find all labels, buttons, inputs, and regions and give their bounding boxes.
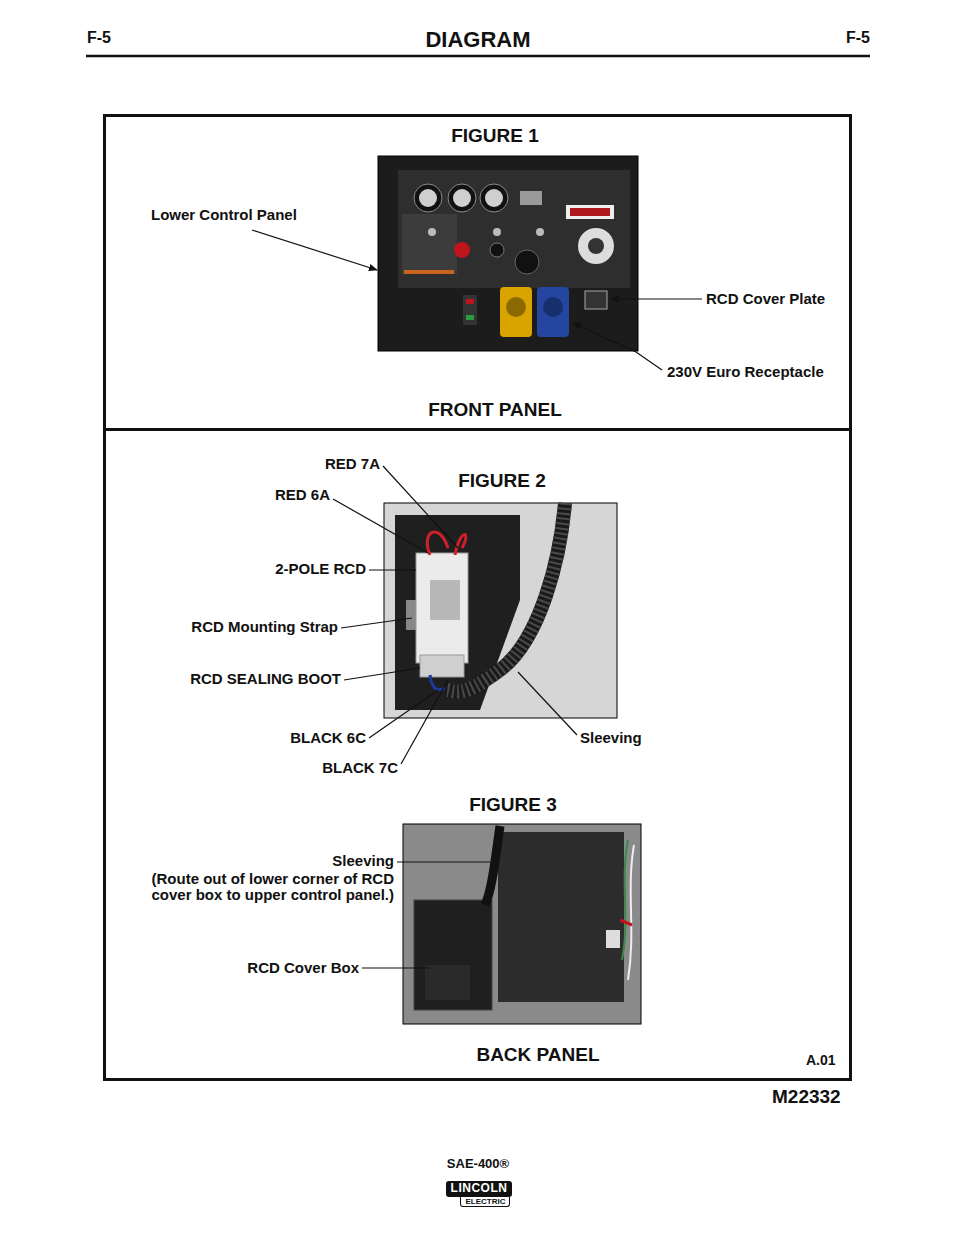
- red-light: [454, 242, 470, 258]
- figure-heading: FIGURE 1: [451, 126, 539, 147]
- badge-center: [588, 238, 604, 254]
- rcd-cover-plate: [585, 291, 607, 309]
- knob: [490, 243, 504, 257]
- upper-plate: [398, 170, 630, 288]
- hour-meter: [520, 191, 542, 205]
- round-receptacle: [515, 250, 539, 274]
- red-wire: [427, 532, 448, 555]
- logo-word: ELECTRIC: [460, 1197, 510, 1207]
- back-panel-frame: FIGURE 2 FIGURE 3 BACK PANEL A.01: [103, 428, 852, 1081]
- leader-line: [518, 672, 577, 735]
- yellow-receptacle-face: [506, 297, 526, 317]
- callout-label: RCD Cover Box: [247, 960, 359, 977]
- euro-receptacle-face: [543, 297, 563, 317]
- switch: [428, 228, 436, 236]
- panel-caption: BACK PANEL: [476, 1045, 599, 1066]
- page-title: DIAGRAM: [425, 28, 530, 52]
- page-number: F-5: [846, 29, 870, 47]
- leader-line: [252, 230, 377, 270]
- leader-line: [383, 466, 458, 548]
- wire-label: RED 7A: [325, 456, 380, 473]
- wire: [628, 845, 634, 980]
- gauge: [448, 184, 476, 212]
- revision-code: A.01: [806, 1053, 836, 1068]
- photo-rect: [403, 824, 641, 1024]
- gauge-face: [453, 189, 471, 207]
- callout-label: Lower Control Panel: [151, 207, 297, 224]
- front-panel-frame: FIGURE 1 FRONT PANEL: [103, 114, 852, 431]
- rcd-cover-photo: [403, 824, 641, 1024]
- sleeving: [445, 503, 565, 692]
- callout-label: RCD SEALING BOOT: [190, 671, 341, 688]
- logo-decal: [566, 205, 614, 219]
- red-wire: [455, 535, 466, 555]
- cover-box-face: [425, 965, 470, 1000]
- logo-decal-band: [570, 208, 610, 216]
- breaker: [463, 295, 477, 325]
- photo-rect: [378, 156, 638, 351]
- wire: [620, 920, 632, 925]
- leader-line: [573, 323, 662, 370]
- routing-note: (Route out of lower corner of RCD cover …: [112, 871, 394, 903]
- figure-heading: FIGURE 2: [458, 471, 546, 492]
- warning-strip: [404, 270, 454, 274]
- switch: [493, 228, 501, 236]
- rcd-photo: [384, 503, 617, 718]
- gauge: [414, 184, 442, 212]
- leader-line: [401, 680, 448, 764]
- header-rule: [86, 55, 870, 58]
- yellow-receptacle: [500, 287, 532, 337]
- sealing-boot: [420, 655, 464, 677]
- drawing-number: M22332: [772, 1087, 841, 1108]
- breaker-button: [466, 315, 474, 320]
- switch: [536, 228, 544, 236]
- callout-label: Sleeving: [580, 730, 642, 747]
- gauge-face: [485, 189, 503, 207]
- page-number: F-5: [87, 29, 111, 47]
- photo-rect: [384, 503, 617, 718]
- gauge: [480, 184, 508, 212]
- leader-line: [341, 618, 412, 628]
- euro-receptacle: [537, 287, 569, 337]
- leader-line: [369, 690, 438, 738]
- leader-line: [344, 668, 420, 680]
- sleeving-ribs: [445, 503, 565, 692]
- leader-line: [369, 569, 416, 570]
- warning-decal: [402, 214, 457, 274]
- leader-line: [362, 967, 430, 968]
- brand-logo: LINCOLNELECTRIC: [446, 1181, 513, 1207]
- rcd-label: [430, 580, 460, 620]
- sleeving: [485, 826, 500, 905]
- callout-label: Sleeving: [332, 853, 394, 870]
- model-name: SAE-400®: [447, 1157, 509, 1171]
- rcd-cover-box: [414, 900, 492, 1010]
- inner-panel: [498, 832, 624, 1002]
- rcd-body: [416, 553, 468, 663]
- callout-label: RCD Cover Plate: [706, 291, 825, 308]
- leader-line: [611, 298, 702, 299]
- callout-label: 230V Euro Receptacle: [667, 364, 824, 381]
- logo-word: LINCOLN: [446, 1181, 513, 1197]
- wire-label: RED 6A: [275, 487, 330, 504]
- wire-label: BLACK 7C: [322, 760, 398, 777]
- figure-heading: FIGURE 3: [469, 795, 557, 816]
- front-panel-photo: [378, 156, 638, 351]
- badge: [578, 228, 614, 264]
- gauge-face: [419, 189, 437, 207]
- breaker-button: [466, 299, 474, 304]
- wire-label: BLACK 6C: [290, 730, 366, 747]
- wire: [622, 840, 628, 960]
- leader-lines: [252, 230, 702, 968]
- panel-caption: FRONT PANEL: [428, 400, 562, 421]
- callout-label: RCD Mounting Strap: [191, 619, 338, 636]
- callout-label: 2-POLE RCD: [275, 561, 366, 578]
- leader-line: [397, 861, 490, 862]
- connector-plug: [606, 930, 620, 948]
- leader-line: [333, 499, 428, 553]
